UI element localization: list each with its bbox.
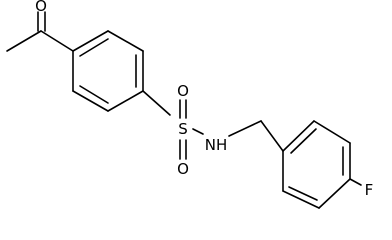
bond-ring1-d: [107, 90, 144, 112]
bond-ring1-e-inner: [79, 85, 109, 104]
sulfur-label: S: [178, 120, 188, 138]
bond-ring2-a-inner: [290, 128, 317, 154]
amide-nitrogen-label: NH: [205, 136, 228, 154]
bond-methyl: [6, 30, 42, 52]
molecule-structure: O O S O NH F: [6, 0, 373, 209]
bond-ring1-a: [72, 30, 109, 52]
bond-ring1-a-inner: [79, 38, 109, 57]
bond-ring2-e-inner: [288, 186, 318, 201]
bond-ring1-e: [72, 90, 109, 112]
atom-labels: O O S O NH F: [35, 0, 373, 199]
sulfonyl-oxygen-bottom-label: O: [177, 160, 189, 178]
bond-ring2-e: [282, 190, 320, 209]
bond-nitrogen-ch2: [228, 120, 262, 137]
carbonyl-oxygen-label: O: [35, 0, 47, 15]
sulfonyl-oxygen-top-label: O: [177, 82, 189, 100]
bonds: [6, 11, 362, 209]
bond-ring2-b: [313, 120, 351, 144]
bond-acetyl-ring: [40, 30, 74, 52]
bond-ring-sulfur: [142, 90, 171, 116]
bond-ch2-ring: [260, 120, 284, 152]
fluorine-label: F: [365, 181, 374, 199]
bond-sulfur-nitrogen: [192, 128, 204, 135]
bond-ring2-a: [282, 120, 315, 152]
bond-ring2-d: [318, 178, 351, 209]
bond-ring1-b: [107, 30, 144, 52]
bond-ring-fluorine: [349, 178, 362, 186]
